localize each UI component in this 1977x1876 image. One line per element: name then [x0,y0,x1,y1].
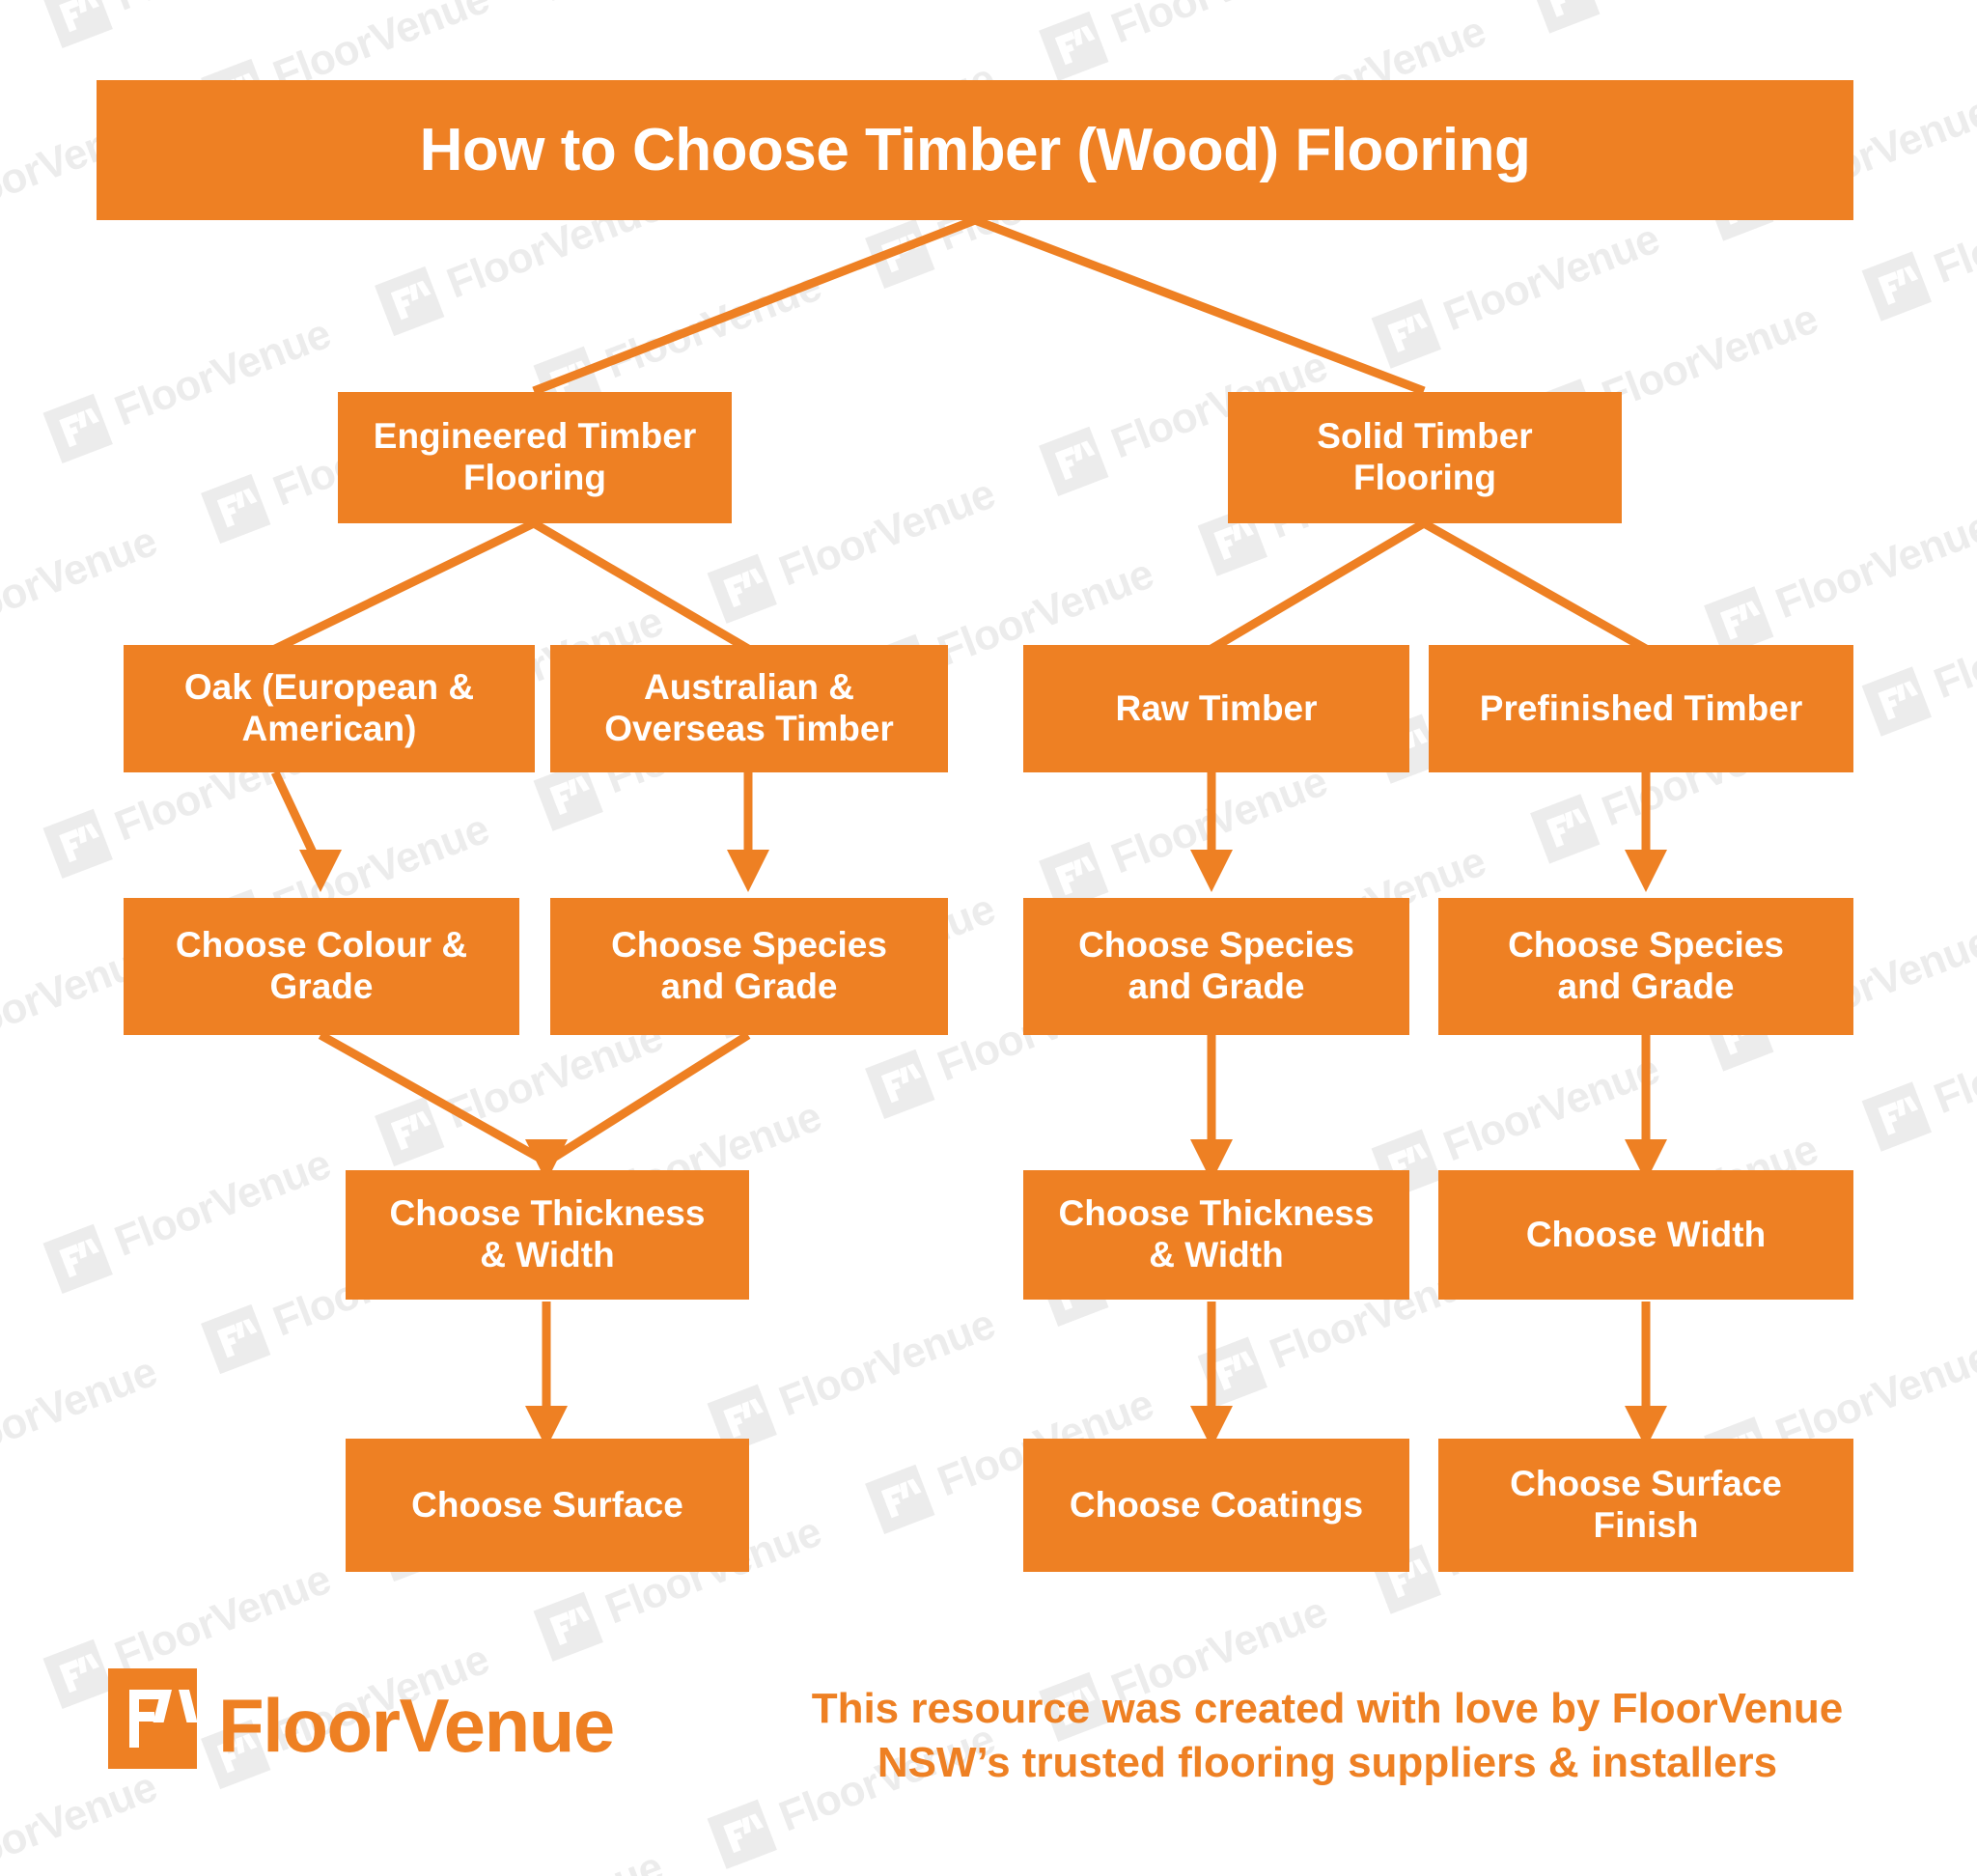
wire-title-to-solid [973,215,1426,396]
arrowhead-width [1625,1139,1667,1182]
node-solid-label: Solid Timber Flooring [1317,416,1532,499]
node-choose-width-label: Choose Width [1525,1214,1767,1254]
node-australian-label: Australian & Overseas Timber [604,667,894,750]
node-choose-coatings: Choose Coatings [1023,1439,1409,1572]
wire-colour-to-thickness [318,1031,543,1162]
arrowhead-species-aus [727,850,769,892]
line-2: Overseas Timber [604,709,894,748]
line-1: Oak (European & [183,667,475,708]
node-title-label: How to Choose Timber (Wood) Flooring [419,116,1531,183]
node-raw-label: Raw Timber [1115,687,1318,728]
line-2: and Grade [1557,966,1735,1006]
line-1: Choose Thickness [1058,1193,1375,1234]
arrowhead-surface-finish [1625,1406,1667,1448]
node-choose-thickness-width-engineered: Choose Thickness & Width [346,1170,749,1300]
node-choose-width: Choose Width [1438,1170,1853,1300]
wire-title-to-engineered [532,215,977,396]
arrowhead-species-pre [1625,850,1667,892]
line-1: Choose Surface [1510,1464,1782,1504]
node-raw-timber: Raw Timber [1023,645,1409,772]
node-choose-colour-grade: Choose Colour & Grade [124,898,519,1035]
line-2: Flooring [1353,458,1496,497]
arrowhead-species-raw [1190,850,1233,892]
line-1: Solid Timber [1317,416,1533,457]
line-1: Choose Species [1078,925,1354,966]
arrowhead-thickness-right [1190,1139,1233,1182]
credit-line-1: This resource was created with love by F… [811,1685,1844,1732]
line-1: Engineered Timber [373,416,697,457]
node-choose-coatings-label: Choose Coatings [1069,1484,1364,1525]
node-choose-surface: Choose Surface [346,1439,749,1572]
wire-engineered-to-oak [273,518,536,654]
node-thickness-a-label: Choose Thickness & Width [390,1193,706,1276]
wire-solid-to-raw [1209,519,1427,653]
line-2: & Width [480,1235,615,1274]
arrowhead-colour [299,850,342,892]
arrowhead-surface [525,1406,568,1448]
line-1: Choose Thickness [389,1193,706,1234]
node-colour-grade-label: Choose Colour & Grade [176,925,467,1008]
line-1: Australian & [644,667,854,708]
node-prefinished-timber: Prefinished Timber [1429,645,1853,772]
node-choose-thickness-width-raw: Choose Thickness & Width [1023,1170,1409,1300]
node-title: How to Choose Timber (Wood) Flooring [97,80,1853,220]
node-thickness-b-label: Choose Thickness & Width [1059,1193,1375,1276]
arrowhead-coatings [1190,1406,1233,1448]
line-2: Grade [269,966,374,1006]
node-surface-finish-label: Choose Surface Finish [1510,1464,1782,1547]
line-1: Choose Species [1508,925,1784,966]
node-prefinished-label: Prefinished Timber [1479,687,1803,728]
node-engineered-label: Engineered Timber Flooring [374,416,696,499]
floorvenue-logo-icon [108,1668,198,1769]
node-species-grade-a-label: Choose Species and Grade [611,925,887,1008]
node-australian-overseas-timber: Australian & Overseas Timber [550,645,948,772]
brand-wordmark: FloorVenue [218,1683,615,1768]
credit-line-2: NSW’s trusted flooring suppliers & insta… [877,1739,1778,1787]
line-2: Finish [1593,1505,1699,1545]
node-oak-label: Oak (European & American) [184,667,474,750]
arrowhead-thickness-left [525,1139,568,1182]
arrowheads [299,850,1667,1448]
node-choose-species-grade-prefinished: Choose Species and Grade [1438,898,1853,1035]
line-1: Choose Species [611,925,887,966]
node-engineered-timber-flooring: Engineered Timber Flooring [338,392,732,523]
wire-engineered-to-australian [531,519,751,653]
line-2: & Width [1149,1235,1284,1274]
credit-text: This resource was created with love by F… [734,1682,1921,1791]
wire-species-to-thickness [549,1031,751,1162]
node-choose-species-grade-raw: Choose Species and Grade [1023,898,1409,1035]
wire-solid-to-prefinished [1421,519,1649,653]
line-2: American) [241,709,417,748]
line-2: and Grade [1128,966,1305,1006]
node-species-grade-b-label: Choose Species and Grade [1078,925,1354,1008]
node-species-grade-c-label: Choose Species and Grade [1508,925,1784,1008]
node-choose-species-grade-engineered: Choose Species and Grade [550,898,948,1035]
line-1: Choose Colour & [175,925,468,966]
line-2: Flooring [463,458,606,497]
node-choose-surface-label: Choose Surface [411,1484,683,1525]
node-choose-surface-finish: Choose Surface Finish [1438,1439,1853,1572]
node-solid-timber-flooring: Solid Timber Flooring [1228,392,1622,523]
node-oak-european-american: Oak (European & American) [124,645,535,772]
line-2: and Grade [660,966,838,1006]
